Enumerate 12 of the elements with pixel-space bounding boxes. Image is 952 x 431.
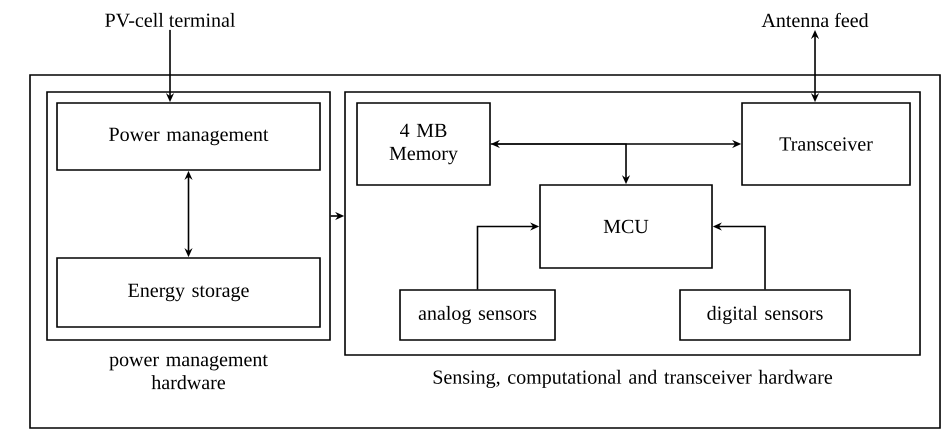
component-box: analog sensors bbox=[399, 289, 556, 341]
node-label: power management hardware bbox=[109, 354, 268, 390]
component-box: 4 MB Memory bbox=[356, 102, 491, 186]
node-label: Sensing, computational and transceiver hardware bbox=[434, 370, 832, 388]
component-box: MCU bbox=[539, 184, 713, 269]
frame-box bbox=[29, 74, 941, 429]
component-box: Power management bbox=[56, 102, 321, 171]
component-box: digital sensors bbox=[679, 289, 851, 341]
terminal-label: Antenna feed bbox=[762, 12, 868, 28]
terminal-label: PV-cell terminal bbox=[105, 12, 236, 28]
component-box: Transceiver bbox=[741, 102, 911, 186]
component-box: Energy storage bbox=[56, 257, 321, 328]
